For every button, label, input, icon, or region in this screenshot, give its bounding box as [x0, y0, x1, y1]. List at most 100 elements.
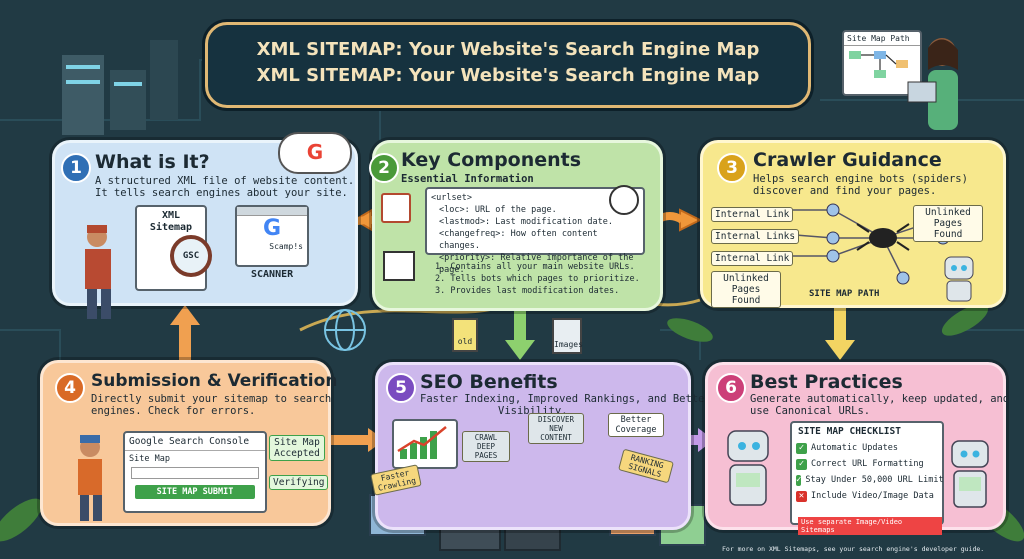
- rising-chart-icon: [397, 426, 447, 459]
- panel-title: Crawler Guidance: [753, 149, 942, 171]
- magnifier-label: GSC: [182, 251, 200, 261]
- checkmark-icon: ✓: [796, 442, 807, 454]
- field-label: Site Map: [129, 454, 170, 464]
- xml-code-card: <urlset> <loc>: URL of the page. <lastmo…: [425, 187, 645, 275]
- panel-title: Submission & Verification: [91, 371, 338, 391]
- unlinked-pages-left: Unlinked Pages Found: [711, 271, 781, 308]
- scanner-caption: Scamp!s: [269, 242, 303, 251]
- faster-crawling-tag: Faster Crawling: [370, 464, 422, 496]
- internal-link-label: Internal Link: [711, 207, 794, 222]
- verifying-badge: Verifying: [269, 475, 329, 490]
- panel-title: Best Practices: [750, 371, 903, 393]
- search-console-window: Google Search Console Site Map SITE MAP …: [123, 431, 267, 513]
- site-map-submit-button[interactable]: SITE MAP SUBMIT: [135, 485, 255, 499]
- woman-with-tablet-illustration: [907, 38, 958, 130]
- panel-desc-line-1: Faster Indexing, Improved Rankings, and …: [420, 393, 711, 405]
- console-title: Google Search Console: [125, 433, 265, 451]
- step-number-5: 5: [386, 373, 416, 403]
- worker-illustration: [85, 225, 111, 319]
- panel-subtitle: Essential Information: [401, 173, 534, 185]
- panel-crawler-guidance: 3 Crawler Guidance Helps search engine b…: [700, 140, 1006, 308]
- better-coverage-tag: Better Coverage: [608, 413, 664, 437]
- checklist-item-text: Stay Under 50,000 URL Limit: [805, 475, 944, 485]
- footer-note: For more on XML Sitemaps, see your searc…: [722, 545, 985, 553]
- checklist-item-text: Correct URL Formatting: [811, 459, 924, 469]
- title-line-2: XML SITEMAP: Your Website's Search Engin…: [256, 65, 760, 86]
- panel-title: What is It?: [95, 151, 210, 173]
- x-mark-icon: ✕: [796, 490, 807, 502]
- panel-best-practices: 6 Best Practices Generate automatically,…: [705, 362, 1010, 535]
- discover-new-content-tag: DISCOVER NEW CONTENT: [528, 413, 584, 444]
- google-g-icon: G: [262, 216, 282, 241]
- checklist-item-text: Include Video/Image Data: [811, 491, 934, 501]
- panel-title: Key Components: [401, 149, 582, 171]
- panel-title: SEO Benefits: [420, 371, 558, 393]
- magnifier-icon: GSC: [170, 235, 212, 277]
- checklist-note: Use separate Image/Video Sitemaps: [798, 517, 942, 535]
- code-line: <priority>: Relative importance of the p…: [439, 253, 634, 275]
- ranking-signals-tag: RANKING SIGNALS: [618, 448, 674, 484]
- checkmark-icon: ✓: [796, 474, 802, 486]
- checklist-item: ✓ Correct URL Formatting: [796, 456, 938, 472]
- checkmark-icon: ✓: [796, 458, 807, 470]
- step-number-1: 1: [61, 153, 91, 183]
- panel-desc-line-2: engines. Check for errors.: [91, 405, 256, 417]
- checklist-item: ✓ Automatic Updates: [796, 440, 938, 456]
- checklist-title: SITE MAP CHECKLIST: [798, 426, 901, 437]
- point-3: 3. Provides last modification dates.: [435, 286, 620, 296]
- images-tag-text: Images: [554, 340, 583, 349]
- point-2: 2. Tells bots which pages to prioritize.: [435, 274, 640, 284]
- site-map-input[interactable]: [131, 467, 259, 479]
- code-line: <urlset>: [431, 193, 472, 203]
- rising-chart-card: [392, 419, 458, 469]
- panel-desc-line-1: Generate automatically, keep updated, an…: [750, 393, 1010, 405]
- panel-desc-line-1: Directly submit your sitemap to search: [91, 393, 332, 405]
- site-map-path-label: SITE MAP PATH: [809, 289, 880, 299]
- panel-key-components: 2 Key Components Essential Information <…: [369, 140, 663, 311]
- panel-desc-line-1: A structured XML file of website content…: [95, 175, 355, 187]
- panel-submission-verification: 4 Submission & Verification Directly sub…: [40, 360, 337, 526]
- scanner-browser-window: G Scamp!s: [235, 205, 309, 267]
- code-line: <loc>: URL of the page.: [439, 205, 557, 215]
- unlinked-pages-right: Unlinked Pages Found: [913, 205, 983, 242]
- step-number-3: 3: [717, 153, 747, 183]
- growth-chart-icon: [383, 251, 415, 281]
- internal-link-label: Internal Links: [711, 229, 800, 244]
- site-map-accepted-badge: Site Map Accepted: [269, 435, 325, 461]
- step-number-4: 4: [55, 373, 85, 403]
- robot-icon: [727, 430, 769, 506]
- site-map-path-label: Site Map Path: [844, 32, 920, 46]
- robot-icon: [944, 256, 974, 302]
- checklist-item: ✓Stay Under 50,000 URL Limit: [796, 472, 944, 488]
- point-1: 1. Contains all your main website URLs.: [435, 262, 635, 272]
- site-map-path-card: Site Map Path: [842, 30, 922, 96]
- code-line: <lastmod>: Last modification date.: [439, 217, 613, 227]
- google-cloud-icon: G: [278, 132, 352, 174]
- scanner-label: SCANNER: [251, 269, 294, 280]
- old-tag-text: old: [457, 337, 473, 346]
- panel-desc-line-2: It tells search engines about your site.: [95, 187, 348, 199]
- step-number-2: 2: [369, 153, 399, 183]
- internal-link-label: Internal Link: [711, 251, 794, 266]
- robot-icon: [951, 440, 989, 508]
- checklist-item-text: Automatic Updates: [811, 443, 898, 453]
- checklist-items: ✓ Automatic Updates ✓ Correct URL Formattin…: [792, 440, 944, 504]
- crawl-deep-pages-tag: CRAWL DEEP PAGES: [462, 431, 510, 462]
- clock-icon: [609, 185, 639, 215]
- step-number-6: 6: [716, 373, 746, 403]
- title-line-1: XML SITEMAP: Your Website's Search Engin…: [256, 39, 760, 60]
- title-banner: XML SITEMAP: Your Website's Search Engin…: [205, 22, 811, 108]
- xml-sitemap-label: XML Sitemap: [149, 210, 193, 233]
- panel-desc-line-1: Helps search engine bots (spiders): [753, 173, 968, 185]
- old-file-tag: old: [452, 318, 478, 352]
- panel-seo-benefits: 5 SEO Benefits Faster Indexing, Improved…: [370, 362, 711, 530]
- panel-desc-line-2: use Canonical URLs.: [750, 405, 871, 417]
- panel-desc-line-2: discover and find your pages.: [753, 185, 937, 197]
- checklist-item: ✕ Include Video/Image Data: [796, 488, 938, 504]
- images-file-tag: Images: [552, 318, 583, 354]
- flowchart-icon: [849, 51, 908, 78]
- worker-illustration: [78, 435, 102, 521]
- code-line: <changefreq>: How often content changes.: [439, 229, 598, 251]
- calendar-icon: [381, 193, 411, 223]
- site-map-checklist: SITE MAP CHECKLIST ✓ Automatic Updates ✓ Co…: [790, 421, 944, 535]
